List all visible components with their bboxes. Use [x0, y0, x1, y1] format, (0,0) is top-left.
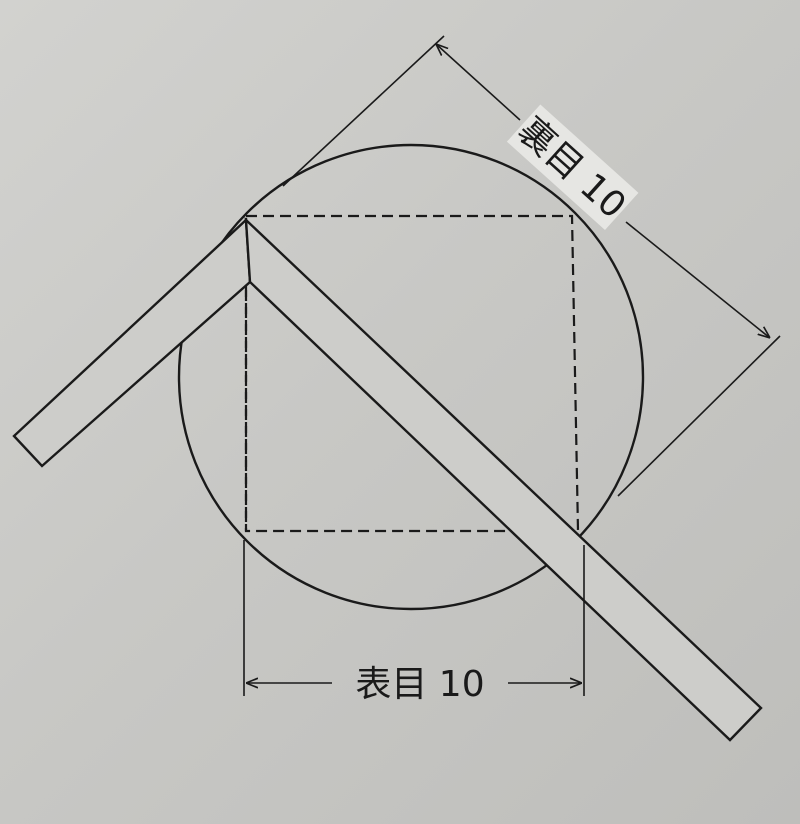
- ura-extension-right: [617, 335, 781, 497]
- ura-extension-left: [282, 35, 445, 187]
- log-circle: [177, 143, 645, 611]
- ura-dimension-line-top: [436, 44, 521, 121]
- ura-label-bg: [506, 104, 639, 230]
- square-short-arm: [12, 217, 252, 468]
- inscribed-square-dashed: [244, 214, 580, 533]
- square-long-arm: [244, 217, 763, 742]
- ura-dimension-line-bottom: [625, 221, 770, 338]
- omote-me-label: 表目 10: [355, 664, 484, 705]
